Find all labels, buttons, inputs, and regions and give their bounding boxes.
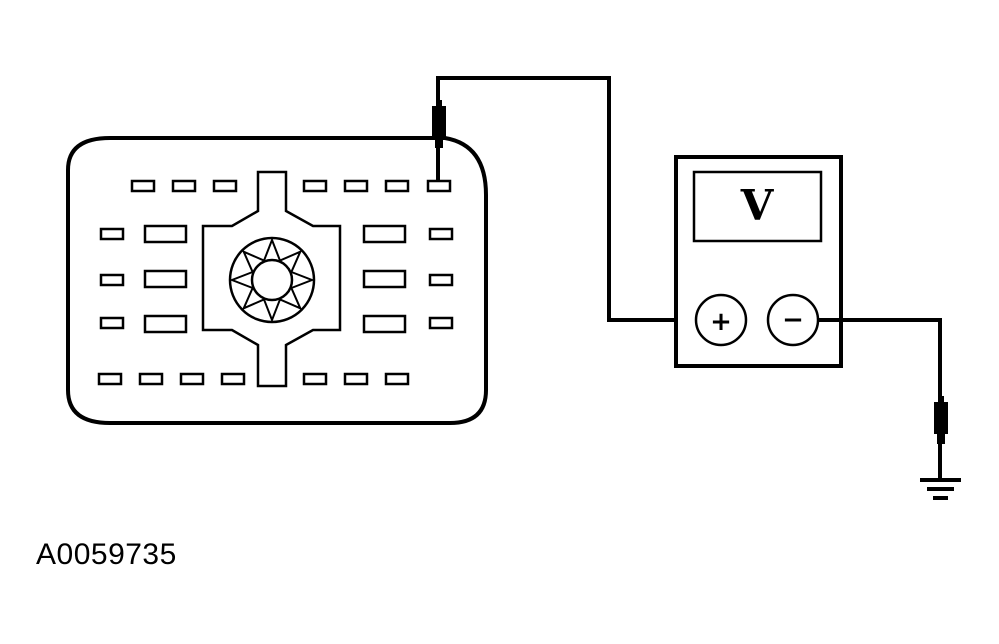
pin — [130, 179, 156, 193]
pin — [428, 273, 454, 287]
pin — [143, 269, 188, 289]
pin — [138, 372, 164, 386]
pin — [171, 179, 197, 193]
pin — [302, 372, 328, 386]
figure-id: A0059735 — [36, 538, 177, 571]
pin — [97, 372, 123, 386]
pin — [302, 179, 328, 193]
pin — [362, 314, 407, 334]
key-star — [229, 237, 315, 323]
connector-housing — [66, 136, 488, 425]
voltmeter: V + − — [674, 155, 843, 368]
key-inner-circle — [250, 258, 294, 302]
pin — [428, 316, 454, 330]
pin — [384, 372, 410, 386]
ground-icon — [920, 478, 961, 500]
positive-terminal — [694, 293, 748, 347]
lead-wire — [436, 76, 697, 322]
positive-terminal-label: + — [710, 307, 732, 337]
meter-display — [692, 170, 823, 243]
connector-key — [201, 170, 342, 388]
pin — [143, 314, 188, 334]
pin — [143, 224, 188, 244]
negative-terminal-label: − — [782, 305, 804, 335]
pin — [99, 273, 125, 287]
pin — [384, 179, 410, 193]
pin — [428, 227, 454, 241]
pin — [179, 372, 205, 386]
connector-pins — [97, 179, 454, 386]
test-lead-positive — [436, 76, 697, 322]
pin — [362, 269, 407, 289]
pin — [220, 372, 246, 386]
pin — [362, 224, 407, 244]
pin — [212, 179, 238, 193]
probe-icon — [934, 396, 948, 444]
pin — [343, 179, 369, 193]
key-outline — [201, 170, 342, 388]
pin — [99, 227, 125, 241]
meter-display-symbol: V — [740, 181, 775, 230]
pin — [99, 316, 125, 330]
pin-under-test — [426, 179, 452, 193]
probe-icon — [432, 100, 446, 148]
pin — [343, 372, 369, 386]
connector — [66, 136, 488, 425]
